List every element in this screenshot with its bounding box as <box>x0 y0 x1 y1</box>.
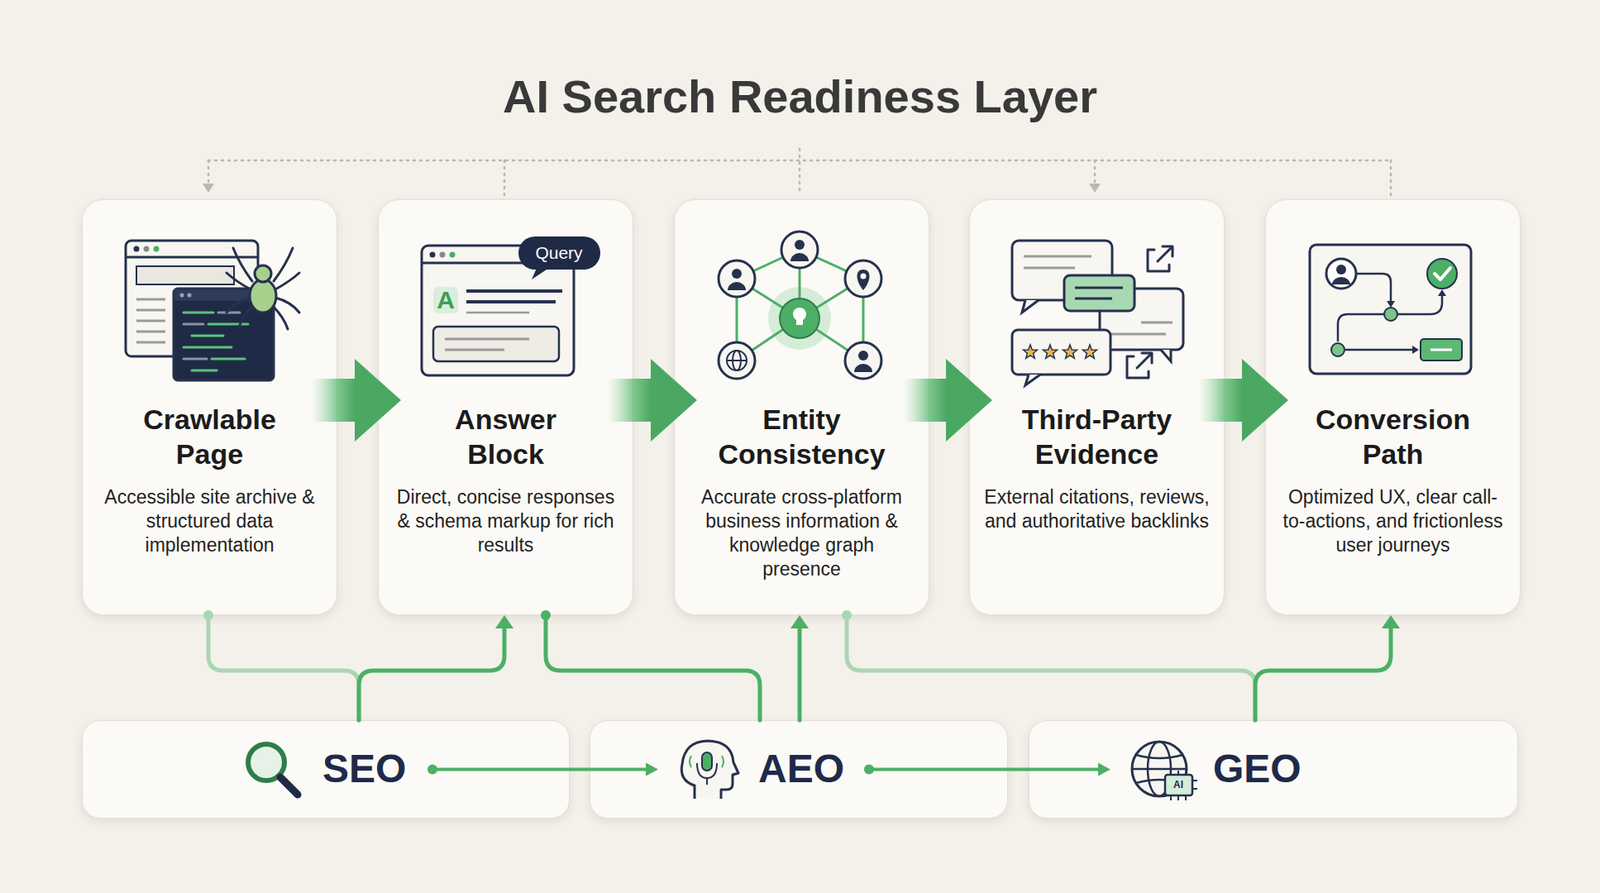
connector-line <box>358 628 505 721</box>
card-description: Direct, concise responses & schema marku… <box>391 485 621 558</box>
chip-label: AI <box>1173 778 1184 791</box>
card-heading: Third-Party Evidence <box>1010 401 1185 472</box>
dotted-line <box>208 159 1391 163</box>
dotted-line <box>207 160 211 184</box>
dotted-line <box>1389 160 1393 196</box>
connector-line <box>846 615 1256 721</box>
stage-card: Crawlable PageAccessible site archive & … <box>81 199 338 616</box>
discipline-label: AEO <box>758 721 845 817</box>
dotted-line <box>798 148 802 196</box>
discipline-box: SEO <box>81 720 570 819</box>
dotted-lines <box>208 148 1391 196</box>
card-heading: Answer Block <box>419 401 593 472</box>
card-heading: Conversion Path <box>1306 401 1481 472</box>
arrow-head <box>1381 615 1400 629</box>
answer-badge <box>433 286 459 314</box>
dotted-line <box>1093 160 1097 184</box>
arrow-head <box>495 615 514 629</box>
stage-card: Entity ConsistencyAccurate cross-platfor… <box>673 199 930 616</box>
connector-line <box>208 615 359 721</box>
connector-line <box>545 615 760 721</box>
dotted-line <box>503 160 507 196</box>
answer-letter: A <box>436 286 455 314</box>
branch-connector <box>790 615 809 721</box>
branch-connector <box>358 615 514 721</box>
connector-line <box>797 628 803 721</box>
branch-connector <box>841 610 1256 721</box>
card-description: Optimized UX, clear call-to-actions, and… <box>1279 485 1508 558</box>
stage-card: Third-Party EvidenceExternal citations, … <box>969 199 1225 616</box>
query-label: Query <box>534 243 583 263</box>
diagram-title: AI Search Readiness Layer <box>0 67 1600 126</box>
stage-card: Conversion PathOptimized UX, clear call-… <box>1265 199 1521 616</box>
dotted-arrowhead <box>202 183 215 193</box>
card-description: External citations, reviews, and authori… <box>983 485 1212 534</box>
discipline-label: SEO <box>322 721 406 817</box>
discipline-box: GEO <box>1028 720 1519 819</box>
card-heading: Crawlable Page <box>123 401 297 472</box>
card-description: Accessible site archive & structured dat… <box>95 485 325 558</box>
branch-connector <box>203 610 359 721</box>
card-description: Accurate cross-platform business informa… <box>687 485 917 582</box>
arrow-head <box>790 615 809 629</box>
branch-connector <box>540 610 760 721</box>
dotted-arrowhead <box>1088 183 1101 193</box>
card-heading: Entity Consistency <box>715 401 889 472</box>
connector-line <box>1255 628 1391 721</box>
discipline-label: GEO <box>1213 721 1302 817</box>
branch-connector <box>1255 615 1400 721</box>
discipline-box: AEO <box>589 720 1008 819</box>
stage-card: Answer BlockDirect, concise responses & … <box>377 199 634 616</box>
